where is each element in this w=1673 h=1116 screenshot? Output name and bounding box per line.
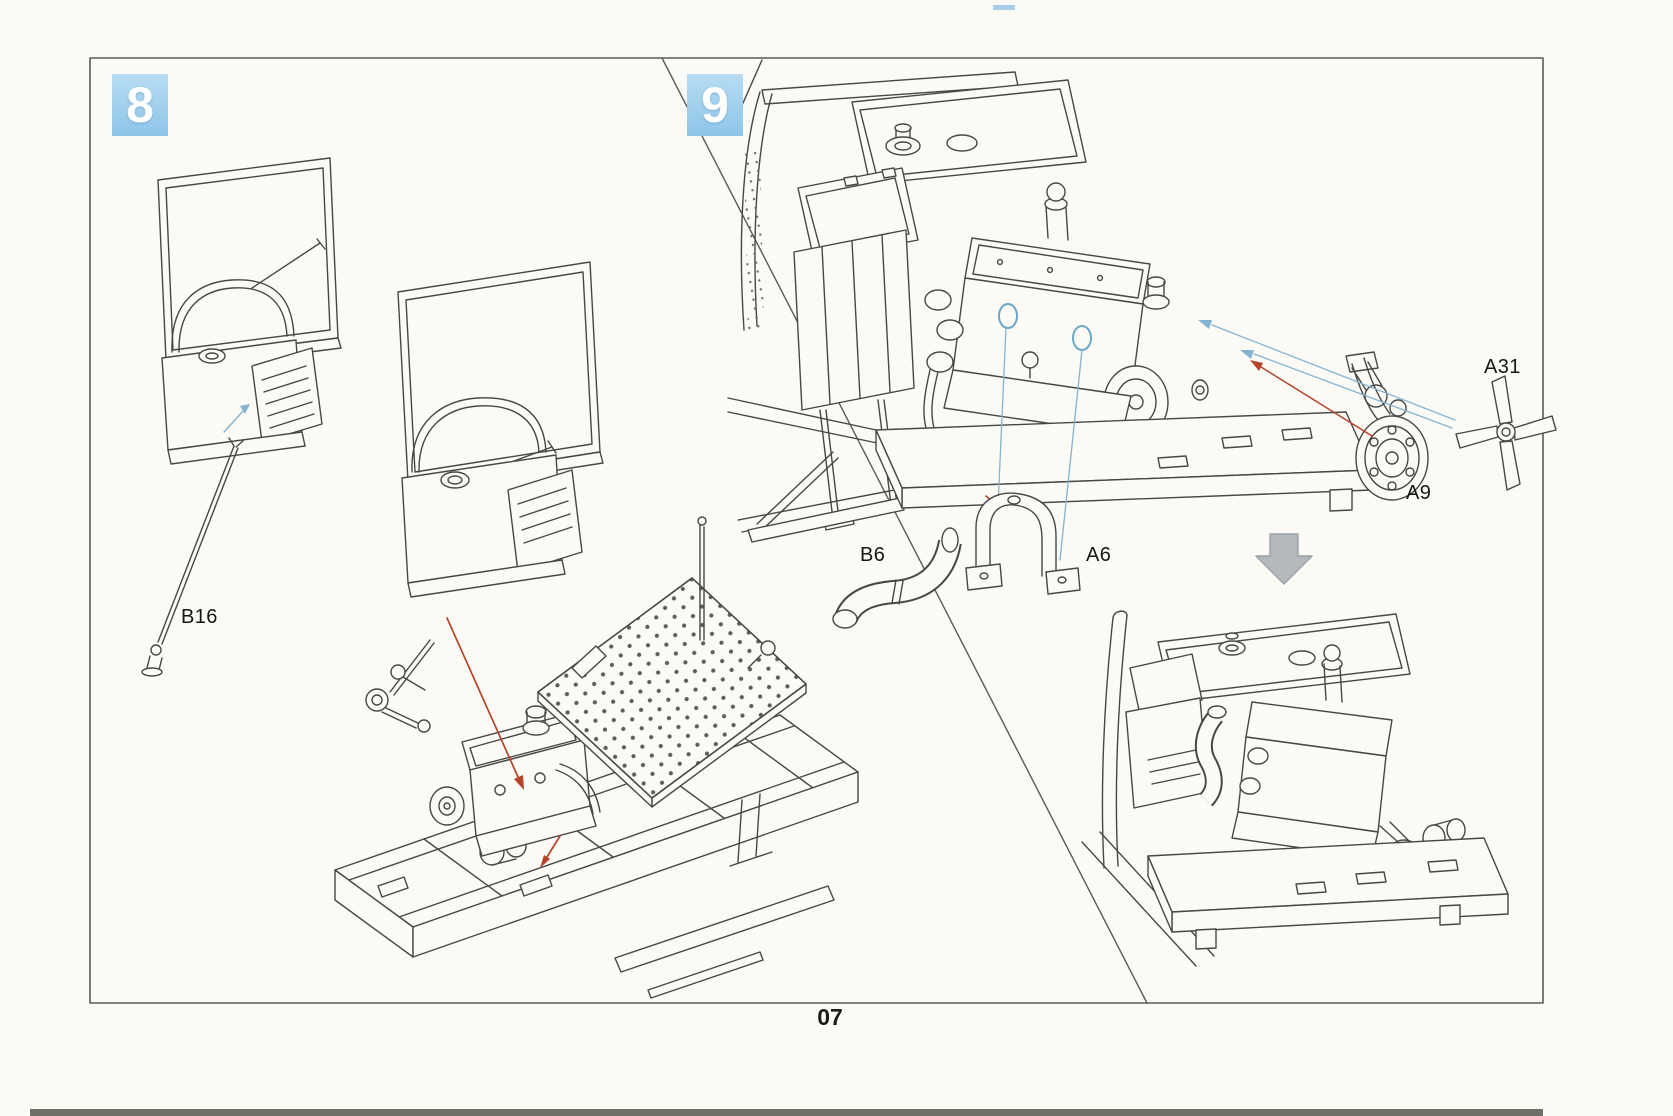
page-number: 07: [817, 1004, 843, 1030]
perforated-deck-plate: [537, 516, 807, 808]
assembled-engine-view: [1081, 610, 1509, 967]
step9-panel-art: [727, 59, 1557, 967]
chassis-engine-assembly: [334, 705, 859, 999]
radiator-assembly-2: [397, 261, 604, 598]
step-8-badge: 8: [112, 74, 168, 136]
step8-panel-art: [141, 157, 859, 999]
scan-mark-artifact: [993, 5, 1015, 10]
step-9-badge: 9: [687, 74, 743, 136]
radiator-assembly-1: [157, 157, 342, 465]
pulley-a9: [1345, 351, 1429, 501]
assembly-arrow-red-icon: [446, 617, 561, 868]
bracket-a6: [965, 492, 1081, 595]
fit-arrow-blue-icon: [223, 404, 250, 433]
part-b16-rod: [141, 437, 244, 677]
part-label-a9: A9: [1406, 482, 1432, 504]
fan-a31: [1455, 375, 1557, 491]
support-linkage: [365, 639, 435, 733]
part-label-b16: B16: [181, 606, 218, 628]
down-arrow-icon: [1255, 533, 1313, 585]
part-label-a31: A31: [1484, 356, 1521, 378]
engine-radiator-assembly: [747, 79, 1373, 543]
part-label-b6: B6: [860, 544, 886, 566]
part-label-a6: A6: [1086, 544, 1112, 566]
pipe-b6: [832, 527, 962, 629]
callout-arrows: [985, 320, 1456, 561]
scan-edge-artifact: [30, 1109, 1543, 1116]
